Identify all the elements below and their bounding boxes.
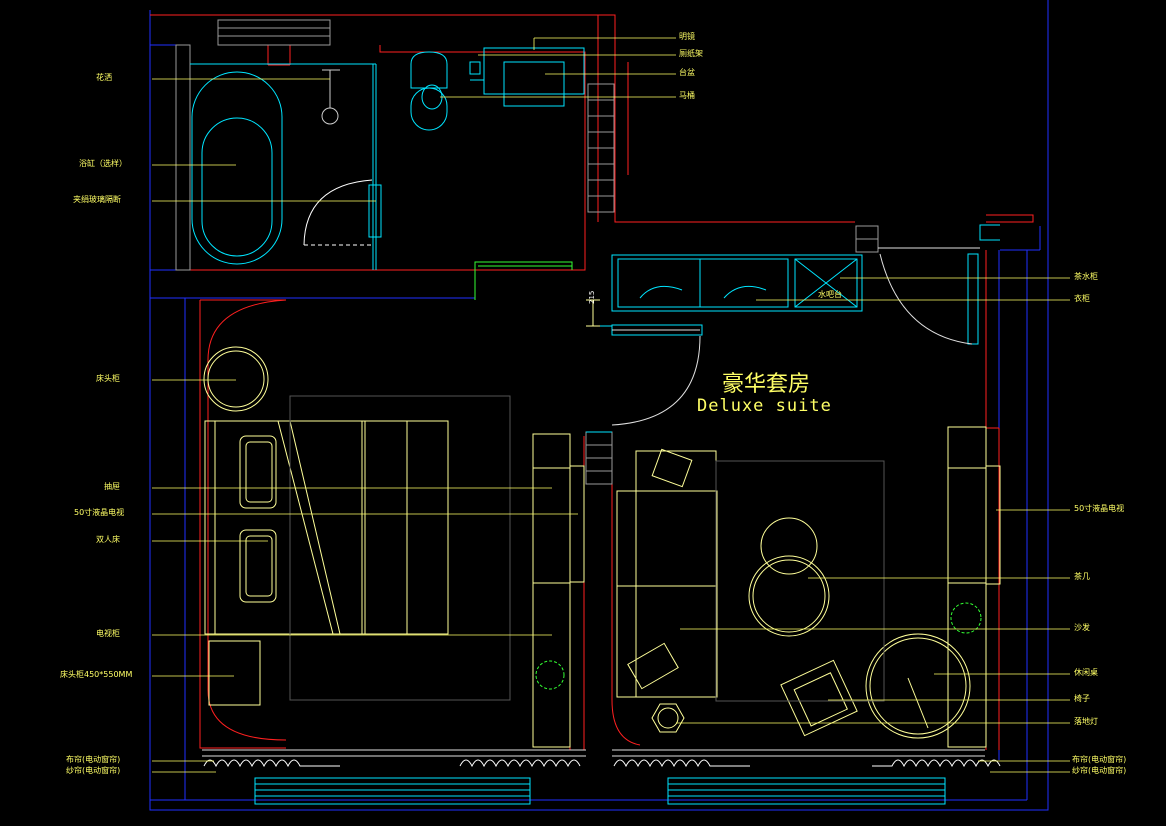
furniture-yellow xyxy=(203,299,1001,748)
label-water-bar: 水吧台 xyxy=(818,290,842,299)
label-sheer-left: 纱帘(电动窗帘) xyxy=(66,766,121,775)
label-bedside-size: 床头柜450*550MM xyxy=(60,670,133,679)
label-bathtub: 浴缸（选样） xyxy=(79,159,127,168)
label-toilet: 马桶 xyxy=(679,91,695,100)
label-sofa: 沙发 xyxy=(1074,623,1090,632)
doors-white xyxy=(202,247,985,757)
label-glass-partition: 夹绢玻璃隔断 xyxy=(73,195,121,204)
leader-lines xyxy=(152,37,1070,773)
label-tv-right: 50寸液晶电视 xyxy=(1074,504,1125,513)
label-double-bed: 双人床 xyxy=(96,535,120,544)
room-title-chinese: 豪华套房 xyxy=(722,372,811,397)
outer-boundary xyxy=(149,0,1049,811)
curtains xyxy=(203,759,1001,768)
label-tea-cabinet: 茶水柜 xyxy=(1074,272,1098,281)
label-coffee-table: 茶几 xyxy=(1074,572,1090,581)
label-mirror: 明镜 xyxy=(679,32,695,41)
rugs xyxy=(289,395,885,702)
label-chair: 椅子 xyxy=(1074,694,1090,703)
label-leisure-table: 休闲桌 xyxy=(1074,668,1098,677)
label-bedside-table: 床头柜 xyxy=(96,374,120,383)
room-title-english: Deluxe suite xyxy=(697,396,832,416)
label-tissue-holder: 厕纸架 xyxy=(679,49,703,58)
label-sheer-right: 纱帘(电动窗帘) xyxy=(1072,766,1127,775)
label-floor-lamp: 落地灯 xyxy=(1074,717,1098,726)
fixtures-cyan xyxy=(190,47,1000,805)
plants xyxy=(535,602,982,690)
label-drawer: 抽屉 xyxy=(104,482,120,491)
label-shower: 花洒 xyxy=(96,73,112,82)
label-curtain-left: 布帘(电动窗帘) xyxy=(66,755,121,764)
doorway-green xyxy=(474,261,573,300)
label-tv-cabinet: 电视柜 xyxy=(96,629,120,638)
label-wardrobe: 衣柜 xyxy=(1074,294,1090,303)
shower xyxy=(321,69,340,125)
dimension-label: 215 xyxy=(588,290,596,304)
label-curtain-right: 布帘(电动窗帘) xyxy=(1072,755,1127,764)
label-basin: 台盆 xyxy=(679,68,695,77)
label-tv-left: 50寸液晶电视 xyxy=(74,508,125,517)
